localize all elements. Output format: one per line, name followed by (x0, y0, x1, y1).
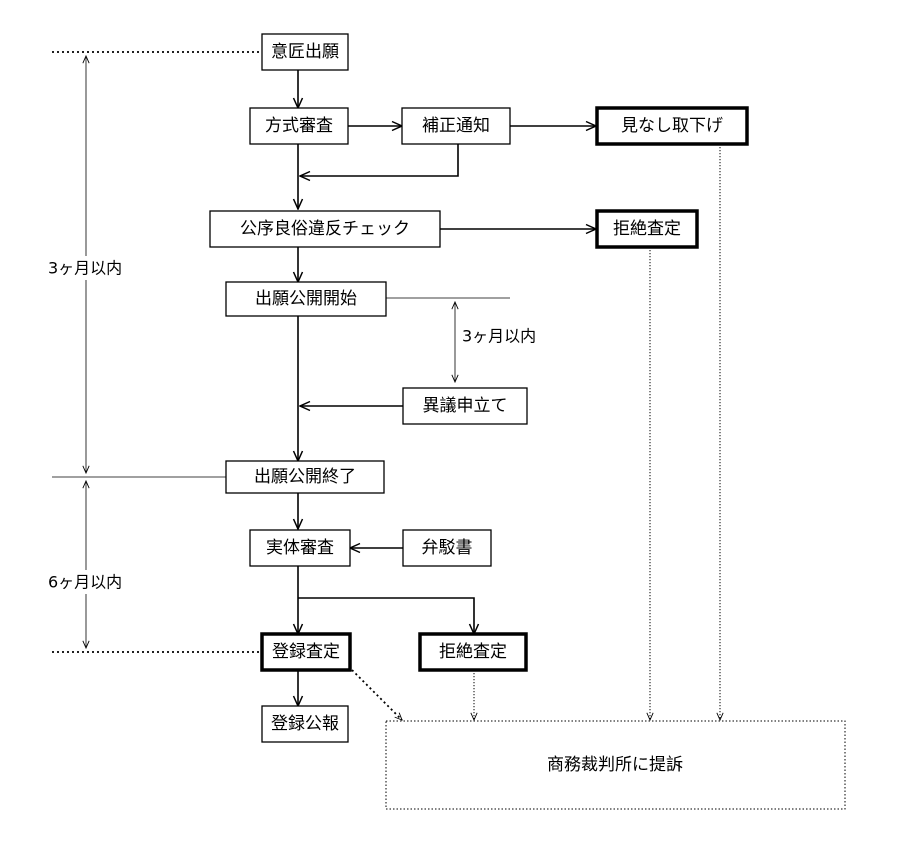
period-label-second: 6ヶ月以内 (48, 573, 122, 592)
edge-registration-to-court (351, 669, 402, 720)
node-registration-gazette: 登録公報 (261, 705, 349, 743)
edge-substantive-to-rejection (298, 597, 474, 634)
node-deemed-withdrawal: 見なし取下げ (595, 106, 749, 146)
svg-text:実体審査: 実体審査 (266, 538, 334, 558)
period-label-first-bg (42, 256, 164, 280)
node-publication-end: 出願公開終了 (225, 460, 385, 494)
svg-text:登録査定: 登録査定 (272, 642, 340, 662)
svg-text:意匠出願: 意匠出願 (271, 42, 339, 62)
svg-text:弁駁書: 弁駁書 (422, 538, 473, 558)
svg-text:商務裁判所に提訴: 商務裁判所に提訴 (547, 755, 683, 775)
node-rejection-decision-1: 拒絶査定 (595, 209, 699, 249)
node-substantive-exam: 実体審査 (249, 529, 351, 567)
period-label-first: 3ヶ月以内 (48, 259, 122, 278)
node-publication-start: 出願公開開始 (225, 281, 387, 317)
node-registration-decision: 登録査定 (260, 632, 352, 672)
svg-text:異議申立て: 異議申立て (423, 396, 508, 416)
svg-text:出願公開開始: 出願公開開始 (255, 289, 357, 309)
node-argument-brief: 弁駁書 (402, 529, 492, 567)
node-opposition: 異議申立て (402, 387, 528, 425)
svg-text:出願公開終了: 出願公開終了 (254, 467, 356, 487)
svg-text:登録公報: 登録公報 (271, 714, 339, 734)
period-label-opposition: 3ヶ月以内 (462, 327, 536, 346)
node-formality-exam: 方式審査 (249, 107, 349, 145)
edge-correction-return (300, 144, 459, 176)
node-public-order-check: 公序良俗違反チェック (209, 210, 441, 248)
svg-text:公序良俗違反チェック: 公序良俗違反チェック (240, 219, 410, 239)
svg-text:方式審査: 方式審査 (265, 116, 333, 136)
period-label-second-bg (42, 570, 164, 594)
svg-text:拒絶査定: 拒絶査定 (613, 219, 681, 239)
svg-text:見なし取下げ: 見なし取下げ (621, 116, 723, 136)
node-rejection-decision-2: 拒絶査定 (418, 632, 528, 672)
node-court-appeal: 商務裁判所に提訴 (385, 720, 846, 810)
svg-text:補正通知: 補正通知 (422, 116, 490, 136)
svg-text:拒絶査定: 拒絶査定 (439, 642, 507, 662)
node-correction-notice: 補正通知 (401, 107, 511, 145)
node-design-application: 意匠出願 (261, 33, 349, 71)
